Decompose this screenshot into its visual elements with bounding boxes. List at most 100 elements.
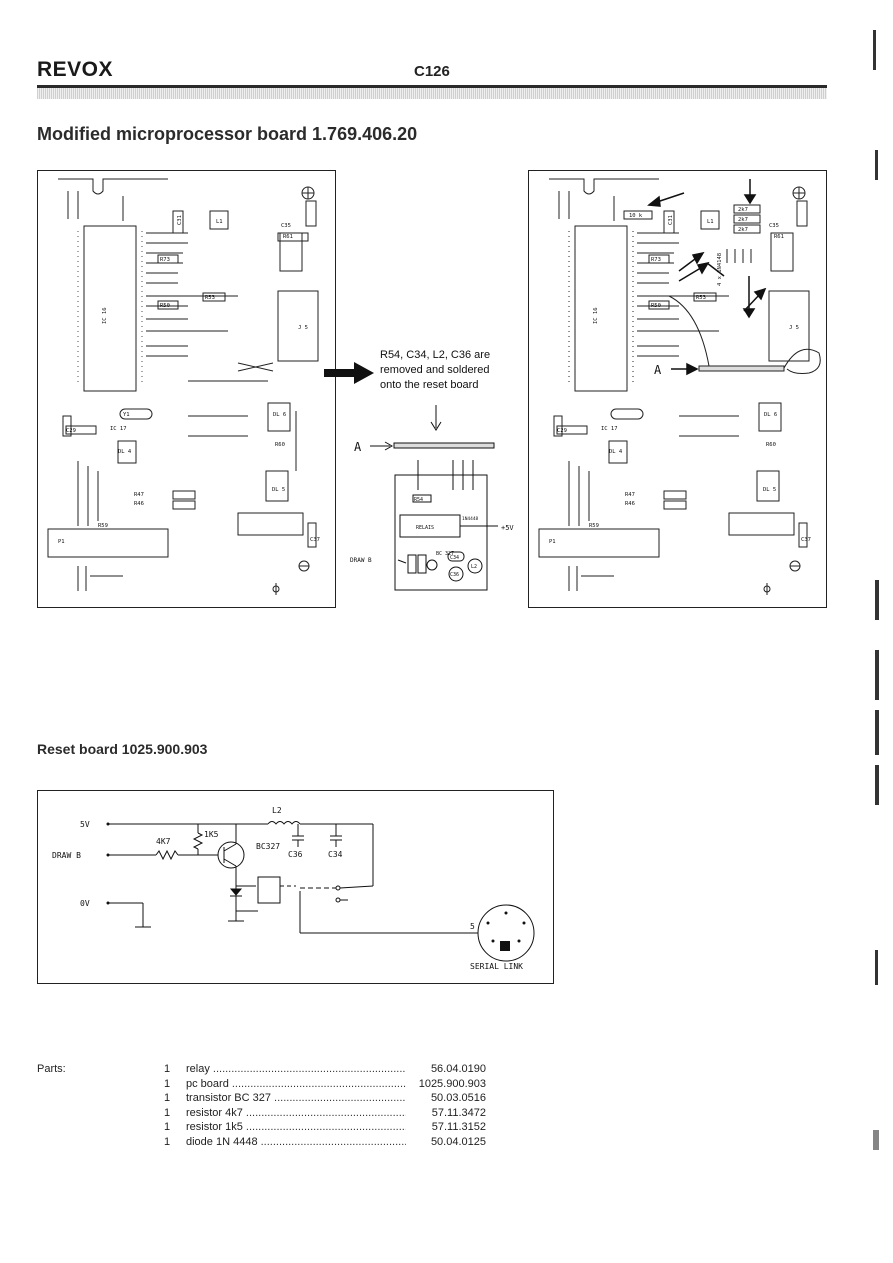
svg-text:DL 5: DL 5 [763,487,776,493]
label-bc327: BC 327 [436,551,454,557]
label-4k7: 4K7 [156,837,171,846]
header-rule-line [37,85,827,88]
part-desc: relay [186,1063,406,1078]
reset-schematic: 5V DRAW B 0V L2 4K7 1K5 BC327 C36 C34 5 … [52,806,535,971]
label-2k7-c: 2k7 [738,227,748,233]
svg-text:P1: P1 [549,539,556,545]
svg-text:P1: P1 [58,539,65,545]
label-4x1n4148: 4 x 1N4148 [717,253,723,286]
part-qty: 1 [164,1077,171,1090]
board-original: IC 16 C31 L1 C35 R61 R73 R53 R50 J 5 IC … [37,170,336,608]
part-desc: diode 1N 4448 [186,1136,406,1151]
svg-text:R50: R50 [651,303,661,309]
parts-label: Parts: [37,1063,66,1075]
label-2k7-a: 2k7 [738,207,748,213]
svg-text:C37: C37 [310,537,320,543]
section-title-microprocessor: Modified microprocessor board 1.769.406.… [37,124,418,144]
part-code: 50.03.0516 [430,1092,486,1104]
label-0v: 0V [80,899,90,908]
svg-text:R47: R47 [134,492,144,498]
svg-text:C29: C29 [66,428,76,434]
svg-text:C35: C35 [281,223,291,229]
label-pin-5: 5 [470,922,475,931]
parts-row: 1 pc board 1025.900.903 [164,1078,486,1093]
svg-text:R59: R59 [589,523,599,529]
svg-text:L1: L1 [216,219,223,225]
svg-text:C31: C31 [668,215,674,225]
svg-text:R53: R53 [696,295,706,301]
marker-a-reset: A [354,440,362,454]
label-plus5v: +5V [501,524,514,532]
svg-text:R61: R61 [283,234,293,240]
svg-text:R60: R60 [275,442,285,448]
section-title-reset-board: Reset board 1025.900.903 [37,741,208,757]
svg-text:C35: C35 [769,223,779,229]
part-desc: resistor 1k5 [186,1121,406,1136]
svg-text:C31: C31 [177,215,183,225]
svg-text:IC 17: IC 17 [601,426,618,432]
svg-text:J 5: J 5 [789,325,799,331]
part-qty: 1 [164,1135,171,1148]
svg-text:IC 16: IC 16 [593,307,599,324]
modification-note: R54, C34, L2, C36 are removed and solder… [380,348,520,393]
parts-row: 1 transistor BC 327 50.03.0516 [164,1092,486,1107]
note-line-2: removed and soldered [380,364,490,376]
parts-row: 1 diode 1N 4448 50.04.0125 [164,1136,486,1151]
label-2k7-b: 2k7 [738,217,748,223]
part-qty: 1 [164,1092,171,1104]
board-original-drawing: IC 16 C31 L1 C35 R61 R73 R53 R50 J 5 IC … [47,178,320,595]
svg-text:DL 4: DL 4 [118,449,132,455]
part-code: 57.11.3152 [431,1121,486,1133]
part-qty: 1 [164,1106,171,1119]
label-1k5: 1K5 [204,830,219,839]
part-code: 1025.900.903 [418,1077,486,1090]
part-code: 57.11.3472 [431,1106,486,1119]
label-serial-link: SERIAL LINK [470,962,523,971]
part-desc: resistor 4k7 [186,1107,406,1122]
svg-text:R50: R50 [160,303,170,309]
svg-text:R59: R59 [98,523,108,529]
svg-text:IC 16: IC 16 [102,307,108,324]
label-5v: 5V [80,820,90,829]
board-modified-drawing: IC 16 C31 L1 C35 R61 R73 R53 R50 J 5 IC … [538,178,821,595]
reset-board-drawing: A R54 RELAIS 1N4448 +5V BC 327 C34 C36 L… [350,405,514,591]
svg-text:R47: R47 [625,492,635,498]
label-r54: R54 [414,497,423,503]
label-c36: C36 [450,572,459,578]
svg-text:R46: R46 [134,501,144,507]
svg-text:J 5: J 5 [298,325,308,331]
label-10k: 10 k [629,213,643,219]
part-desc: transistor BC 327 [186,1092,406,1107]
part-code: 50.04.0125 [430,1135,486,1148]
header-rule [37,85,827,99]
parts-row: 1 resistor 1k5 57.11.3152 [164,1121,486,1136]
part-qty: 1 [164,1121,171,1133]
svg-text:Y1: Y1 [123,412,130,418]
label-c34: C34 [450,555,459,561]
svg-text:C29: C29 [557,428,567,434]
svg-text:R73: R73 [160,257,170,263]
label-diode: 1N4448 [462,516,479,522]
marker-a-board: A [654,363,662,377]
svg-text:DL 4: DL 4 [609,449,623,455]
note-line-3: onto the reset board [380,379,479,391]
part-qty: 1 [164,1063,171,1075]
note-line-1: R54, C34, L2, C36 are [380,349,491,361]
label-c36-schematic: C36 [288,850,303,859]
label-l2: L2 [471,564,477,570]
label-draw-b: DRAW B [350,557,372,564]
label-relais: RELAIS [416,525,434,531]
parts-row: 1 resistor 4k7 57.11.3472 [164,1107,486,1122]
parts-list: 1 relay 56.04.0190 1 pc board 1025.900.9… [164,1063,486,1150]
svg-text:R73: R73 [651,257,661,263]
label-bc327-schematic: BC327 [256,842,280,851]
label-draw-b-schematic: DRAW B [52,851,81,860]
parts-row: 1 relay 56.04.0190 [164,1063,486,1078]
svg-text:R61: R61 [774,234,784,240]
svg-text:DL 6: DL 6 [273,412,286,418]
schematic-box: 5V DRAW B 0V L2 4K7 1K5 BC327 C36 C34 5 … [37,790,554,984]
part-code: 56.04.0190 [430,1063,486,1075]
part-desc: pc board [186,1078,406,1093]
label-c34-schematic: C34 [328,850,343,859]
scan-edge-marks [873,30,879,1150]
